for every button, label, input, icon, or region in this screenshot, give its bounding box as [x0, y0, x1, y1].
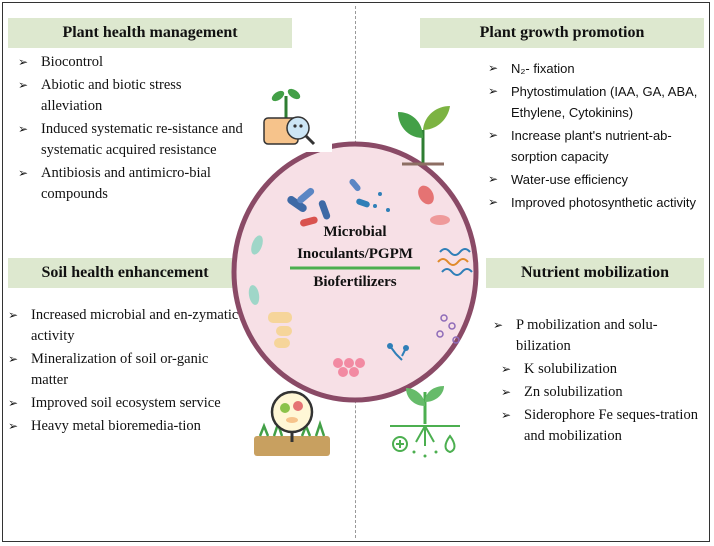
list-item: Zn solubilization [501, 382, 707, 403]
list-item: K solubilization [501, 359, 707, 380]
list-item: Improved photosynthetic activity [488, 192, 706, 213]
plant-nutrient-uptake-icon [390, 386, 460, 458]
teal-bacillus-icon [248, 235, 263, 305]
plant-growth-header: Plant growth promotion [420, 18, 704, 48]
list-item: Induced systematic re-sistance and syste… [18, 119, 243, 161]
circle-outline [231, 141, 479, 403]
microbial-circle [231, 141, 479, 403]
plant-health-header: Plant health management [8, 18, 292, 48]
phage-icon [387, 343, 409, 361]
filament-bacteria-icon [437, 248, 473, 276]
soil-microbe-magnifier-icon [254, 390, 330, 456]
center-title-line3: Biofertilizers [313, 274, 397, 290]
list-item: Mineralization of soil or-ganic matter [8, 349, 246, 391]
list-item: Heavy metal bioremedia-tion [8, 416, 246, 437]
list-item: N₂- fixation [488, 58, 706, 79]
nutrient-mobilization-header: Nutrient mobilization [486, 258, 704, 288]
seedling-icon [398, 106, 450, 166]
soil-health-list: Increased microbial and en-zymatic activ… [8, 305, 246, 439]
soil-health-header: Soil health enhancement [8, 258, 242, 288]
list-item: Phytostimulation (IAA, GA, ABA, Ethylene… [488, 81, 706, 123]
pink-oval-bacteria-icon [418, 185, 450, 225]
list-item: Water-use efficiency [488, 169, 706, 190]
list-item: Increased microbial and en-zymatic activ… [8, 305, 246, 347]
center-title-line2: Inoculants/PGPM [297, 246, 413, 262]
list-item: Biocontrol [18, 52, 243, 73]
center-title-line1: Microbial [323, 224, 387, 240]
list-item: Antibiosis and antimicro-bial compounds [18, 163, 243, 205]
plant-growth-list: N₂- fixation Phytostimulation (IAA, GA, … [488, 58, 706, 215]
rod-bacteria-icon [287, 187, 331, 227]
flagellate-bacteria-icon [349, 178, 390, 212]
list-item: Improved soil ecosystem service [8, 393, 246, 414]
list-item: P mobilization and solu-bilization [493, 315, 707, 357]
list-item: Siderophore Fe seques-tration and mobili… [501, 405, 707, 447]
plant-health-list: Biocontrol Abiotic and biotic stress all… [18, 52, 243, 207]
nutrient-mobilization-list: P mobilization and solu-bilization K sol… [493, 315, 707, 449]
list-item: Abiotic and biotic stress alleviation [18, 75, 243, 117]
chain-bacteria-icon [436, 314, 460, 344]
plant-disease-inspection-icon [246, 80, 332, 152]
coccus-cluster-icon [333, 358, 365, 377]
list-item: Increase plant's nutrient-ab-sorption ca… [488, 125, 706, 167]
yellow-bacillus-icon [268, 312, 292, 348]
